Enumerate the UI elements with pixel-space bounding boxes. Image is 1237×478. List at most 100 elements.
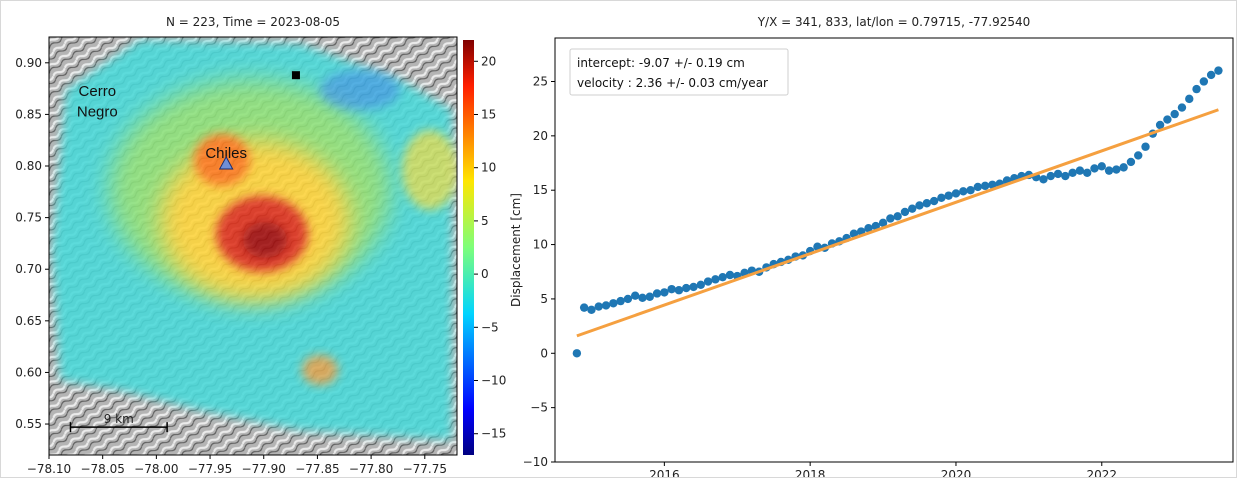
ts-data-point (718, 272, 727, 282)
map-title: N = 223, Time = 2023-08-05 (166, 15, 340, 29)
ts-data-point (616, 296, 625, 306)
ts-y-tick-label: 15 (533, 183, 548, 197)
ts-data-point (609, 299, 618, 308)
ts-y-tick-label: −10 (523, 455, 548, 469)
map-y-tick-label: 0.70 (15, 262, 42, 276)
map-x-tick-label: −77.90 (242, 462, 286, 476)
ts-data-point (1068, 168, 1077, 178)
ts-ylabel: Displacement [cm] (509, 193, 523, 307)
ts-data-point (1134, 151, 1143, 160)
map-y-axis: 0.550.600.650.700.750.800.850.90 (15, 56, 49, 431)
ts-legend-box (569, 48, 789, 96)
map-x-tick-label: −78.05 (80, 462, 124, 476)
ts-data-point (988, 180, 997, 189)
overlay-orange-chiles (194, 134, 250, 186)
ts-y-tick-label: 10 (533, 238, 548, 252)
ts-data-point (1185, 94, 1194, 104)
ts-legend-intercept: intercept: -9.07 +/- 0.19 cm (577, 56, 745, 70)
colorbar-tick-label: 20 (481, 54, 496, 68)
ts-data-point (922, 199, 932, 208)
ts-data-point (1112, 165, 1121, 174)
ts-data-point (1119, 163, 1128, 172)
ts-data-point (579, 303, 589, 312)
map-x-tick-label: −77.95 (188, 462, 232, 476)
ts-data-point (849, 229, 859, 238)
ts-x-tick-label: 2020 (941, 468, 972, 478)
ts-data-point (1177, 103, 1187, 112)
map-x-tick-label: −78.10 (27, 462, 71, 476)
ts-data-point (908, 204, 917, 213)
map-axes-frame (48, 36, 458, 456)
ts-data-point (1155, 120, 1165, 130)
ts-data-point (572, 349, 582, 358)
ts-data-point (1206, 70, 1216, 80)
ts-data-point (623, 294, 633, 304)
ts-data-point (660, 288, 669, 297)
ts-x-axis: 2016 2018 2020 2022 (649, 462, 1117, 478)
colorbar-tick-label: −5 (481, 320, 499, 334)
ts-axes-frame (554, 37, 1234, 463)
ts-data-point (1214, 66, 1223, 75)
fit-line (576, 108, 1219, 338)
ts-data-point (1104, 166, 1114, 175)
map-annotation: Chiles (205, 145, 247, 162)
overlay-darkred-core (243, 222, 287, 258)
ts-data-point (630, 291, 640, 300)
ts-x-tick-label: 2022 (1087, 468, 1118, 478)
ts-data-point (944, 191, 953, 200)
scale-bar-label: 9 km (104, 412, 134, 426)
ts-data-point (652, 289, 662, 298)
colorbar-tick-label: −15 (481, 427, 506, 441)
ts-data-point (1141, 142, 1150, 151)
ts-x-tick-label: 2016 (649, 468, 680, 478)
map-y-tick-label: 0.90 (15, 56, 42, 70)
ts-y-tick-label: 0 (540, 346, 548, 360)
map-annotation: Cerro (79, 83, 117, 100)
ts-data-point (893, 212, 902, 221)
ts-legend-velocity: velocity : 2.36 +/- 0.03 cm/year (577, 76, 768, 90)
ts-y-tick-label: 5 (540, 292, 548, 306)
ts-data-point (696, 280, 706, 289)
square-marker (291, 71, 300, 80)
ts-data-point (674, 286, 684, 295)
ts-data-point (1039, 175, 1048, 184)
ts-data-point (1053, 169, 1063, 179)
ts-data-point (900, 207, 910, 217)
ts-data-point (966, 186, 975, 195)
ts-data-point (1075, 166, 1085, 175)
ts-y-tick-label: 25 (533, 74, 548, 88)
map-y-tick-label: 0.65 (15, 314, 42, 328)
displacement-overlay (52, 40, 457, 440)
ts-data-point (594, 302, 603, 311)
overlay-yellow-east (402, 130, 457, 210)
ts-y-tick-label: −5 (530, 401, 548, 415)
ts-x-tick-label: 2018 (795, 468, 826, 478)
ts-data-point (1192, 84, 1201, 94)
ts-data-point (725, 270, 735, 280)
ts-axes-bg (555, 38, 1233, 462)
map-x-tick-label: −77.85 (295, 462, 339, 476)
ts-data-point (1090, 164, 1099, 173)
colorbar-tick-label: 15 (481, 107, 496, 121)
map-raster (49, 37, 457, 455)
ts-title: Y/X = 341, 833, lat/lon = 0.79715, -77.9… (757, 15, 1031, 29)
colorbar-tick-label: −10 (481, 374, 506, 388)
colorbar (463, 40, 474, 455)
ts-data-point (937, 193, 946, 203)
ts-data-point (915, 201, 924, 210)
ts-legend: intercept: -9.07 +/- 0.19 cm velocity : … (569, 48, 789, 96)
ts-data-point (1126, 157, 1136, 167)
map-y-tick-label: 0.80 (15, 159, 42, 173)
ts-data-point (1170, 109, 1179, 119)
map-y-tick-label: 0.75 (15, 211, 42, 225)
map-x-tick-label: −77.75 (403, 462, 447, 476)
ts-data-point (959, 187, 968, 196)
ts-data-point (878, 218, 888, 228)
ts-data-point (973, 182, 983, 192)
ts-data-point (951, 189, 961, 198)
map-x-axis: −78.10−78.05−78.00−77.95−77.90−77.85−77.… (27, 455, 447, 476)
ts-data-point (871, 221, 880, 231)
map-y-tick-label: 0.55 (15, 417, 42, 431)
